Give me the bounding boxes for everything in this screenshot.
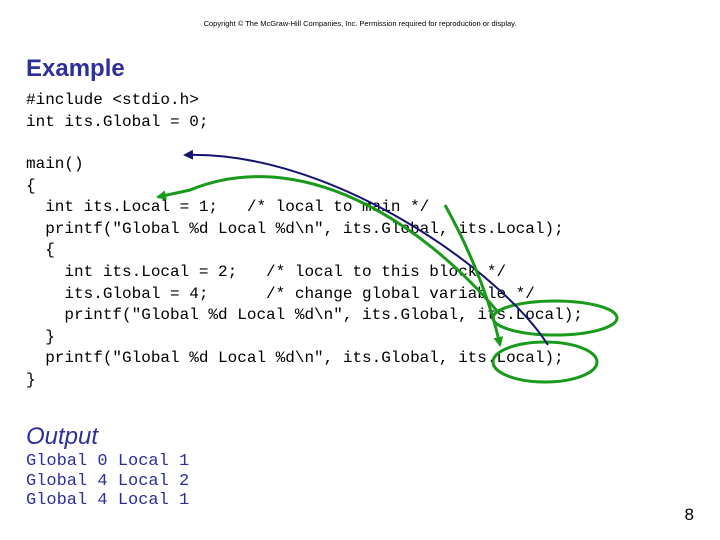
output-line: Global 0 Local 1 [26, 452, 190, 471]
output-line: Global 4 Local 1 [26, 491, 190, 510]
code-block-globals: #include <stdio.h> int its.Global = 0; [26, 90, 208, 133]
code-line: int its.Local = 1; /* local to main */ [26, 198, 430, 217]
output-line: Global 4 Local 2 [26, 471, 190, 491]
code-line: { [26, 241, 55, 260]
example-heading: Example [26, 55, 125, 82]
code-line: main() [26, 155, 84, 173]
code-line: } [26, 327, 55, 346]
code-line: printf("Global %d Local %d\n", its.Globa… [26, 219, 564, 238]
code-line: printf("Global %d Local %d\n", its.Globa… [26, 306, 583, 325]
code-line: int its.Local = 2; /* local to this bloc… [26, 262, 507, 281]
output-heading: Output [26, 423, 99, 450]
code-line: int its.Global = 0; [26, 112, 209, 131]
copyright-notice: Copyright © The McGraw-Hill Companies, I… [203, 19, 517, 28]
page-number: 8 [684, 505, 694, 524]
code-line: { [26, 176, 36, 195]
code-block-main: main() { int its.Local = 1; /* local to m… [26, 154, 583, 392]
code-line: #include <stdio.h> [26, 91, 199, 109]
code-line: its.Global = 4; /* change global variabl… [26, 284, 535, 303]
code-line: printf("Global %d Local %d\n", its.Globa… [26, 349, 564, 368]
code-line: } [26, 370, 36, 389]
